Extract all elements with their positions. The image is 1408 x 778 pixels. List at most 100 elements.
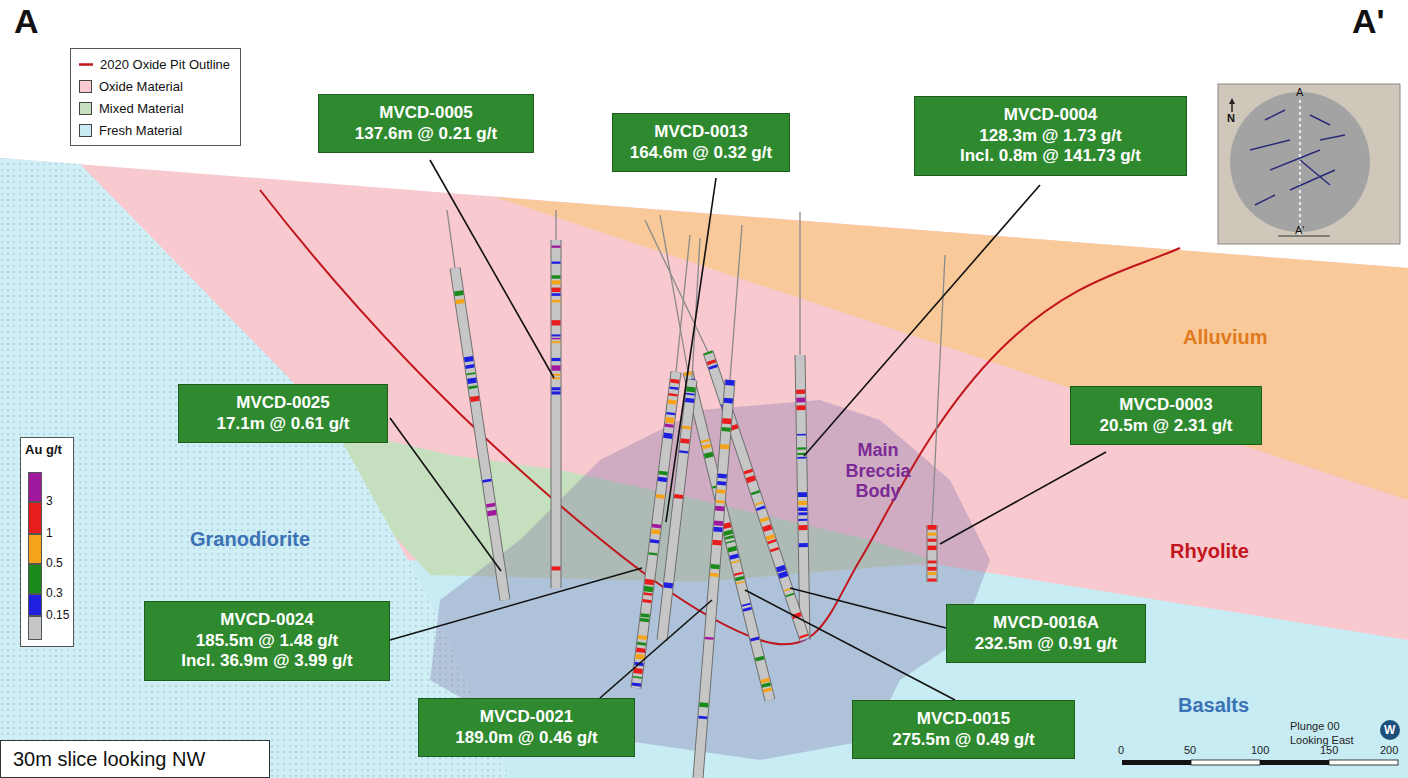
- geology-unit: [0, 158, 510, 778]
- leader-line: [390, 418, 501, 571]
- view-note: Plunge 00: [1290, 720, 1340, 732]
- scale-bar: [1260, 760, 1329, 765]
- assay-interval: [797, 434, 806, 436]
- drillhole-core: [662, 380, 692, 640]
- hole-id: MVCD-0021: [431, 707, 622, 728]
- assay-interval: [750, 638, 760, 641]
- unit-label: Rhyolite: [1170, 540, 1249, 563]
- assay-interval: [750, 491, 760, 493]
- assay-interval: [725, 536, 735, 539]
- legend-text: 0.3: [46, 586, 63, 600]
- drillhole-core: [552, 240, 561, 588]
- callout-box: MVCD-0013164.6m @ 0.32 g/t: [612, 113, 790, 172]
- assay-interval: [552, 387, 561, 390]
- assay-interval: [642, 600, 651, 603]
- assay-interval: [552, 300, 561, 303]
- scale-bar: [1329, 760, 1398, 765]
- unit-label: Alluvium: [1183, 326, 1267, 349]
- inset-map: [1218, 84, 1400, 244]
- assay-interval: [716, 500, 725, 503]
- inset-map: [1310, 115, 1330, 125]
- assay-interval: [704, 352, 714, 354]
- assay-interval: [928, 533, 937, 536]
- legend-box: 2020 Oxide Pit OutlineOxide MaterialMixe…: [70, 48, 241, 146]
- caption-box: 30m slice looking NW: [0, 740, 270, 778]
- drillhole-core: [636, 372, 676, 688]
- assay-interval: [552, 377, 561, 379]
- legend-swatch: [28, 534, 42, 564]
- assay-interval: [725, 380, 734, 385]
- legend-text: Mixed Material: [99, 101, 184, 116]
- legend-swatch: [79, 124, 92, 137]
- legend-text: 0.5: [46, 556, 63, 570]
- assay-interval: [728, 531, 729, 535]
- assay-interval: [733, 425, 734, 429]
- assay-interval: [928, 561, 937, 564]
- assay-interval: [717, 481, 726, 485]
- inset-map: [1265, 110, 1285, 120]
- assay-interval: [637, 642, 646, 645]
- scale-bar: [1122, 760, 1191, 765]
- legend-text: 0.15: [46, 608, 69, 622]
- assay-interval: [698, 716, 707, 719]
- hole-id: MVCD-0005: [331, 103, 521, 124]
- assay-interval: [633, 676, 642, 678]
- assay-interval: [732, 547, 733, 552]
- intercept-text: 128.3m @ 1.73 g/t: [927, 126, 1174, 147]
- assay-interval: [734, 573, 744, 575]
- assay-interval: [729, 555, 739, 559]
- drillhole-core: [662, 380, 692, 640]
- drillhole-trace: [645, 220, 708, 352]
- legend-swatch: [28, 472, 42, 502]
- drillhole-core: [455, 268, 505, 600]
- inset-map: [1250, 140, 1290, 150]
- legend-text: 2020 Oxide Pit Outline: [100, 57, 230, 72]
- assay-interval: [650, 540, 659, 543]
- assay-interval: [798, 512, 807, 515]
- assay-interval: [735, 577, 745, 580]
- drillhole: [698, 225, 742, 778]
- hole-id: MVCD-0015: [865, 709, 1062, 730]
- assay-interval: [767, 540, 777, 543]
- drillhole-core: [800, 355, 805, 640]
- assay-interval: [713, 527, 722, 532]
- scale-bar: [1191, 760, 1260, 765]
- assay-interval: [465, 365, 475, 368]
- assay-interval: [708, 453, 709, 458]
- assay-interval: [679, 451, 688, 453]
- assay-interval: [635, 654, 645, 659]
- assay-interval: [928, 539, 937, 542]
- assay-interval: [710, 573, 719, 577]
- assay-interval: [552, 334, 561, 336]
- assay-interval: [726, 541, 735, 543]
- section-end: A': [1295, 224, 1304, 236]
- assay-interval: [633, 668, 643, 673]
- assay-interval: [770, 535, 771, 539]
- assay-interval: [711, 361, 712, 364]
- assay-interval: [470, 396, 480, 401]
- assay-interval: [487, 510, 497, 515]
- intercept-text: 20.5m @ 2.31 g/t: [1083, 416, 1249, 437]
- assay-interval: [685, 398, 694, 402]
- legend-swatch: [28, 594, 42, 616]
- assay-interval: [748, 470, 749, 473]
- assay-interval: [665, 424, 674, 427]
- assay-interval: [796, 405, 805, 410]
- assay-interval: [798, 525, 807, 530]
- intercept-text: 30m slice looking NW: [13, 748, 257, 771]
- assay-interval: [663, 583, 673, 588]
- drillhole-trace: [447, 210, 455, 268]
- assay-interval: [658, 477, 668, 481]
- assay-interval: [682, 426, 691, 429]
- assay-interval: [670, 379, 679, 383]
- assay-interval: [552, 280, 561, 284]
- assay-interval: [552, 566, 561, 570]
- assay-interval: [928, 579, 937, 582]
- leader-line: [390, 568, 642, 640]
- callout-box: MVCD-0024185.5m @ 1.48 g/tIncl. 36.9m @ …: [144, 601, 390, 681]
- hole-id: MVCD-0003: [1083, 395, 1249, 416]
- assay-interval: [645, 579, 655, 584]
- assay-interval: [552, 288, 561, 293]
- callout-box: MVCD-002517.1m @ 0.61 g/t: [178, 384, 388, 443]
- hole-id: MVCD-0016A: [959, 613, 1133, 634]
